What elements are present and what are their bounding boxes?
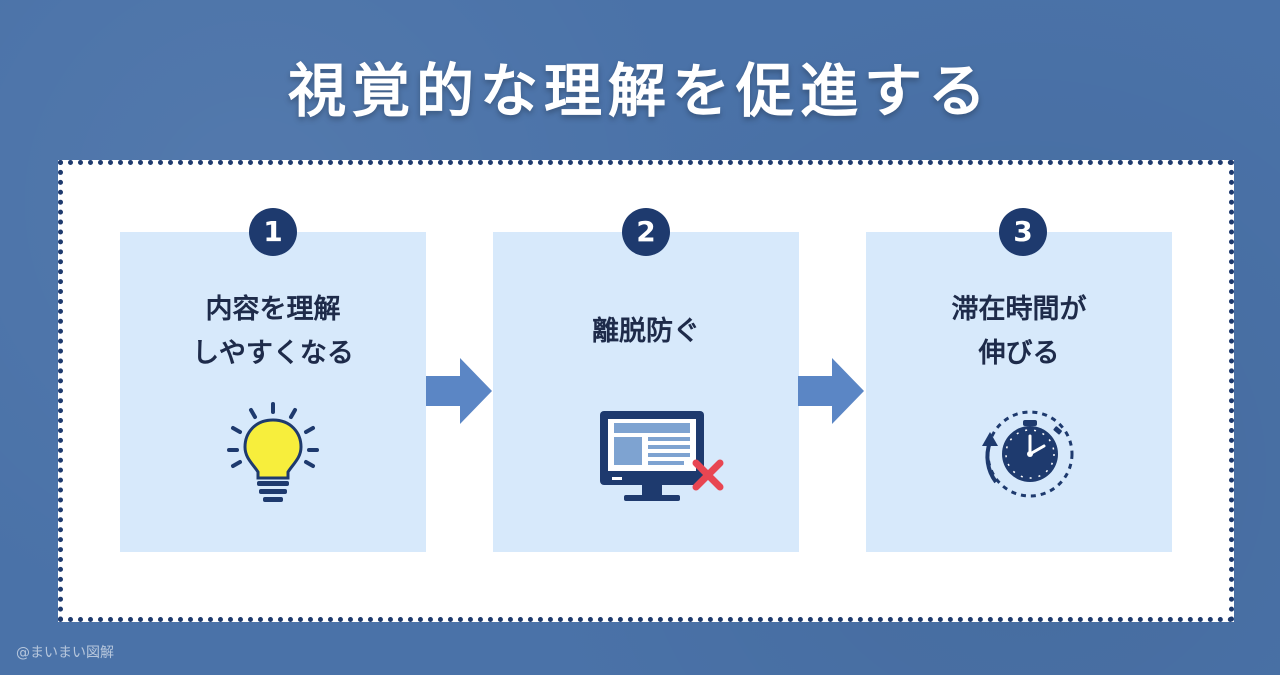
step-number-3: 3: [999, 208, 1047, 256]
step-card-1: 内容を理解 しやすくなる: [120, 232, 426, 552]
step-number-1: 1: [249, 208, 297, 256]
step-1-label: 内容を理解 しやすくなる: [120, 288, 426, 376]
arrow-right-icon: [798, 358, 864, 424]
step-number-2: 2: [622, 208, 670, 256]
step-3-label-line-1: 滞在時間が: [951, 294, 1087, 325]
step-1-label-line-2: しやすくなる: [192, 338, 354, 369]
step-card-2: 離脱防ぐ: [493, 232, 799, 552]
page-title: 視覚的な理解を促進する: [287, 57, 992, 125]
arrow-right-icon: [426, 358, 492, 424]
credit-text: @まいまい図解: [16, 645, 114, 661]
step-3-label-line-2: 伸びる: [978, 338, 1060, 369]
step-3-label: 滞在時間が 伸びる: [866, 288, 1172, 376]
step-card-3: 滞在時間が 伸びる: [866, 232, 1172, 552]
step-2-label: 離脱防ぐ: [493, 310, 799, 354]
monitor-close-icon: [600, 411, 724, 501]
lightbulb-icon: [227, 402, 319, 502]
step-2-label-line-1: 離脱防ぐ: [592, 316, 700, 347]
clock-cycle-icon: [982, 410, 1074, 498]
step-1-label-line-1: 内容を理解: [205, 294, 341, 325]
